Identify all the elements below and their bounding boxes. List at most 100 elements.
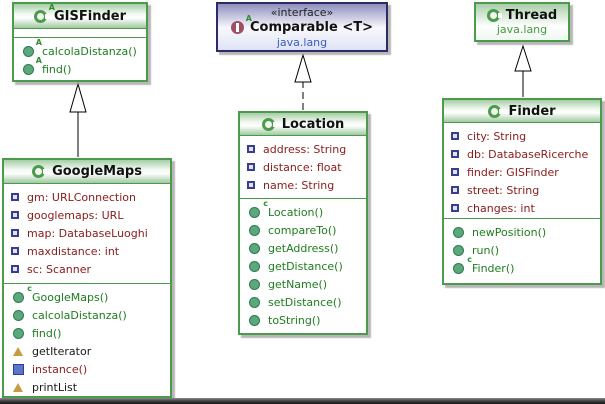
abstract-marker: A [48, 2, 55, 12]
field-row[interactable]: city: String [444, 127, 600, 145]
private-field-icon [11, 229, 19, 237]
field-row[interactable]: street: String [444, 181, 600, 199]
private-field-icon [451, 168, 459, 176]
class-header-location[interactable]: Location [240, 113, 366, 136]
class-header-googlemaps[interactable]: GoogleMaps [4, 160, 170, 184]
methods-compartment: A calcolaDistanza() A find() [14, 38, 146, 80]
method-row[interactable]: toString() [240, 311, 366, 329]
method-label: newPosition() [472, 225, 547, 239]
method-row[interactable]: calcolaDistanza() [4, 306, 170, 324]
field-row[interactable]: name: String [240, 176, 366, 194]
generalization-arrow-finder-to-thread[interactable] [514, 44, 532, 97]
field-label: map: DatabaseLuoghi [27, 226, 148, 240]
method-label: getIterator [32, 344, 92, 358]
abstract-method-icon: A [21, 56, 42, 76]
fields-compartment: gm: URLConnection googlemaps: URL map: D… [4, 184, 170, 284]
package-label: java.lang [496, 23, 548, 36]
field-row[interactable]: address: String [240, 140, 366, 158]
abstract-class-icon: A [34, 3, 55, 23]
static-private-method-icon [11, 363, 25, 376]
class-icon [486, 9, 502, 22]
class-name: Finder [508, 103, 556, 119]
field-label: sc: Scanner [27, 262, 91, 276]
private-field-icon [451, 150, 459, 158]
generalization-arrow-googlemaps-to-gisfinder[interactable] [69, 82, 87, 157]
class-box-gisfinder[interactable]: A GISFinder A calcolaDistanza() A find() [12, 2, 148, 82]
public-method-icon [247, 242, 261, 255]
field-label: googlemaps: URL [27, 208, 124, 222]
private-field-icon [11, 193, 19, 201]
method-label: Finder() [472, 261, 515, 275]
private-field-icon [247, 163, 255, 171]
class-name: GoogleMaps [52, 164, 142, 179]
public-method-icon [247, 296, 261, 309]
field-row[interactable]: maxdistance: int [4, 242, 170, 260]
method-row[interactable]: c Finder() [444, 255, 600, 277]
method-row[interactable]: setDistance() [240, 293, 366, 311]
method-label: run() [472, 243, 500, 257]
field-label: finder: GISFinder [467, 165, 559, 179]
private-field-icon [451, 132, 459, 140]
abstract-method-icon: A [21, 38, 42, 58]
method-label: find() [42, 62, 72, 76]
method-label: setDistance() [268, 295, 342, 309]
constructor-method-icon: c [11, 284, 32, 304]
abstract-marker: A [35, 55, 42, 65]
methods-compartment: newPosition() run() c Finder() [444, 219, 600, 283]
field-row[interactable]: distance: float [240, 158, 366, 176]
method-row[interactable]: getAddress() [240, 239, 366, 257]
class-name: GISFinder [54, 8, 126, 24]
field-row[interactable]: db: DatabaseRicerche [444, 145, 600, 163]
method-row[interactable]: printList [4, 378, 170, 396]
method-row[interactable]: getName() [240, 275, 366, 293]
field-label: name: String [263, 178, 335, 192]
protected-member-icon [11, 345, 25, 358]
public-method-icon [451, 244, 465, 257]
realization-arrow-location-to-comparable[interactable] [294, 53, 312, 110]
method-row[interactable]: instance() [4, 360, 170, 378]
method-label: GoogleMaps() [32, 290, 109, 304]
class-box-googlemaps[interactable]: GoogleMaps gm: URLConnection googlemaps:… [2, 158, 172, 398]
method-row[interactable]: getDistance() [240, 257, 366, 275]
class-box-finder[interactable]: Finder city: String db: DatabaseRicerche… [442, 98, 602, 285]
method-row[interactable]: A calcolaDistanza() [14, 38, 146, 60]
field-row[interactable]: map: DatabaseLuoghi [4, 224, 170, 242]
class-header-finder[interactable]: Finder [444, 100, 600, 123]
field-label: changes: int [467, 201, 535, 215]
class-name: Location [281, 116, 345, 132]
method-label: compareTo() [268, 223, 337, 237]
public-method-icon [247, 224, 261, 237]
field-row[interactable]: googlemaps: URL [4, 206, 170, 224]
interface-box-comparable[interactable]: «interface» A Comparable <T> java.lang [216, 2, 388, 52]
field-row[interactable]: finder: GISFinder [444, 163, 600, 181]
class-box-location[interactable]: Location address: String distance: float… [238, 111, 368, 335]
method-label: toString() [268, 313, 321, 327]
method-label: getDistance() [268, 259, 343, 273]
method-row[interactable]: c Location() [240, 199, 366, 221]
method-row[interactable]: A find() [14, 56, 146, 78]
class-box-thread[interactable]: Thread java.lang [474, 2, 570, 42]
field-row[interactable]: sc: Scanner [4, 260, 170, 278]
public-method-icon [11, 309, 25, 322]
field-label: maxdistance: int [27, 244, 120, 258]
public-method-icon [247, 314, 261, 327]
method-row[interactable]: compareTo() [240, 221, 366, 239]
constructor-method-icon: c [247, 199, 268, 219]
method-row[interactable]: newPosition() [444, 223, 600, 241]
method-row[interactable]: getIterator [4, 342, 170, 360]
class-icon [488, 104, 504, 118]
method-row[interactable]: run() [444, 241, 600, 259]
field-row[interactable]: changes: int [444, 199, 600, 217]
method-row[interactable]: find() [4, 324, 170, 342]
constructor-marker: c [467, 254, 472, 264]
fields-compartment-empty [14, 29, 146, 38]
method-row[interactable]: c GoogleMaps() [4, 284, 170, 306]
class-header-gisfinder[interactable]: A GISFinder [14, 3, 146, 29]
method-label: getName() [268, 277, 328, 291]
fields-compartment: address: String distance: float name: St… [240, 136, 366, 199]
constructor-method-icon: c [451, 255, 472, 275]
field-label: db: DatabaseRicerche [467, 147, 589, 161]
method-label: Location() [268, 205, 324, 219]
public-method-icon [451, 226, 465, 239]
field-row[interactable]: gm: URLConnection [4, 188, 170, 206]
